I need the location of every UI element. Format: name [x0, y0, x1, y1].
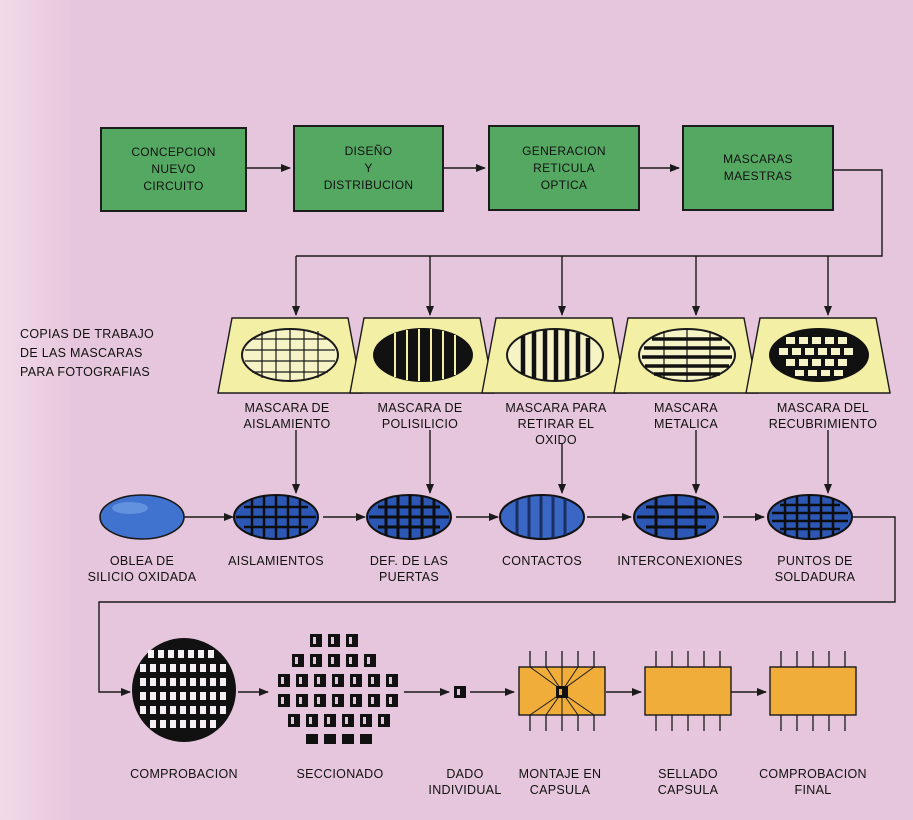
final-label-6: COMPROBACION FINAL: [759, 767, 867, 797]
masks-caption: COPIAS DE TRABAJO DE LAS MASCARAS PARA F…: [20, 327, 155, 379]
box-diseno: DISEÑO Y DISTRIBUCION: [293, 125, 444, 212]
single-die-icon: [454, 686, 466, 698]
page-margin-band: [0, 0, 70, 820]
sectioned-dice-icon: [278, 634, 398, 744]
final-label-4: MONTAJE EN CAPSULA: [518, 767, 602, 797]
wafer-solder-points: [767, 494, 853, 540]
wafer-label-6: PUNTOS DE SOLDADURA: [774, 554, 856, 584]
mask-label-4: MASCARA METALICA: [654, 401, 718, 431]
mask-sheet-1: [217, 317, 363, 394]
final-label-5: SELLADO CAPSULA: [657, 767, 719, 797]
connector-return: [98, 516, 896, 696]
mask-label-5: MASCARA DEL RECUBRIMIENTO: [768, 401, 878, 431]
box-mascaras-maestras: MASCARAS MAESTRAS: [682, 125, 834, 211]
mask-sheet-4: [613, 317, 759, 394]
wafer-label-3: DEF. DE LAS PUERTAS: [369, 554, 449, 584]
capsule-mounting-icon: [518, 651, 606, 731]
mask-sheet-3: [481, 317, 627, 394]
mask-label-3: MASCARA PARA RETIRAR EL OXIDO: [505, 401, 607, 447]
wafer-gates: [366, 494, 452, 540]
final-test-capsule-icon: [769, 651, 857, 731]
wafer-label-5: INTERCONEXIONES: [617, 554, 743, 568]
mask-label-1: MASCARA DE AISLAMIENTO: [243, 401, 331, 431]
sealed-capsule-icon: [644, 651, 732, 731]
box-concepcion: CONCEPCION NUEVO CIRCUITO: [100, 127, 247, 212]
connector-masters-bus: [296, 169, 883, 257]
final-label-2: SECCIONADO: [296, 767, 384, 781]
box-generacion: GENERACION RETICULA OPTICA: [488, 125, 640, 211]
wafer-label-2: AISLAMIENTOS: [228, 554, 324, 568]
mask-label-2: MASCARA DE POLISILICIO: [377, 401, 463, 431]
wafer-interconnects: [633, 494, 719, 540]
final-label-3: DADO INDIVIDUAL: [428, 767, 502, 797]
mask-sheet-2: [349, 317, 495, 394]
final-label-1: COMPROBACION: [130, 767, 238, 781]
wafer-oxidized: [99, 494, 185, 540]
wafer-label-4: CONTACTOS: [501, 554, 583, 568]
mask-sheet-5: [745, 317, 891, 394]
wafer-contacts: [499, 494, 585, 540]
wafer-test-icon: [132, 638, 236, 742]
wafer-isolation: [233, 494, 319, 540]
wafer-label-1: OBLEA DE SILICIO OXIDADA: [87, 554, 197, 584]
